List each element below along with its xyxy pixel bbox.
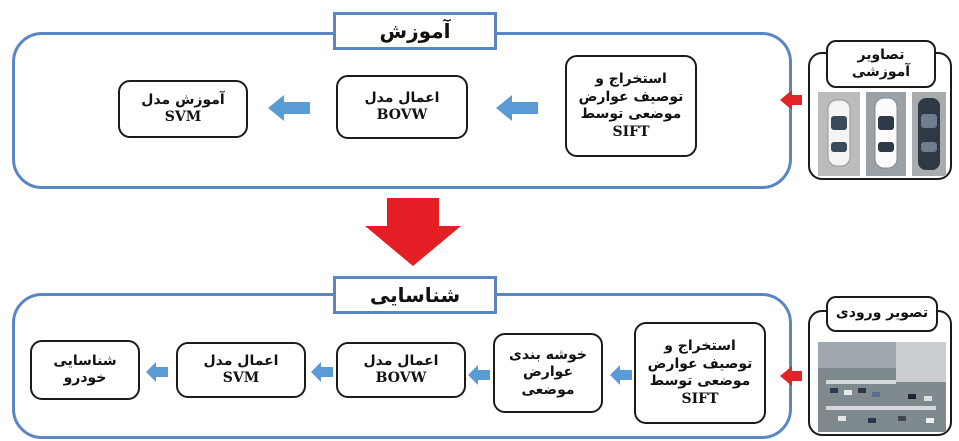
vehicle-detection-node: شناسایی خودرو xyxy=(30,340,140,400)
training-arrow-1 xyxy=(496,95,538,121)
recognition-clustering-node: خوشه بندی عوارض موضعی xyxy=(493,333,603,413)
training-arrow-2 xyxy=(268,95,310,121)
recognition-arrow-4 xyxy=(146,362,168,382)
training-car-images xyxy=(818,92,946,176)
recognition-input-arrow xyxy=(780,366,802,386)
aerial-input-image xyxy=(818,342,946,432)
recognition-arrow-2 xyxy=(468,365,490,385)
phase-transition-arrow xyxy=(365,198,461,266)
recognition-arrow-3 xyxy=(311,362,333,382)
recognition-arrow-1 xyxy=(610,365,632,385)
training-input-label: تصاویر آموزشی xyxy=(826,40,936,88)
training-title: آموزش xyxy=(333,12,497,50)
recognition-input-label: تصویر ورودی xyxy=(826,296,938,332)
training-input-arrow xyxy=(780,90,802,110)
recognition-title: شناسایی xyxy=(333,276,497,314)
